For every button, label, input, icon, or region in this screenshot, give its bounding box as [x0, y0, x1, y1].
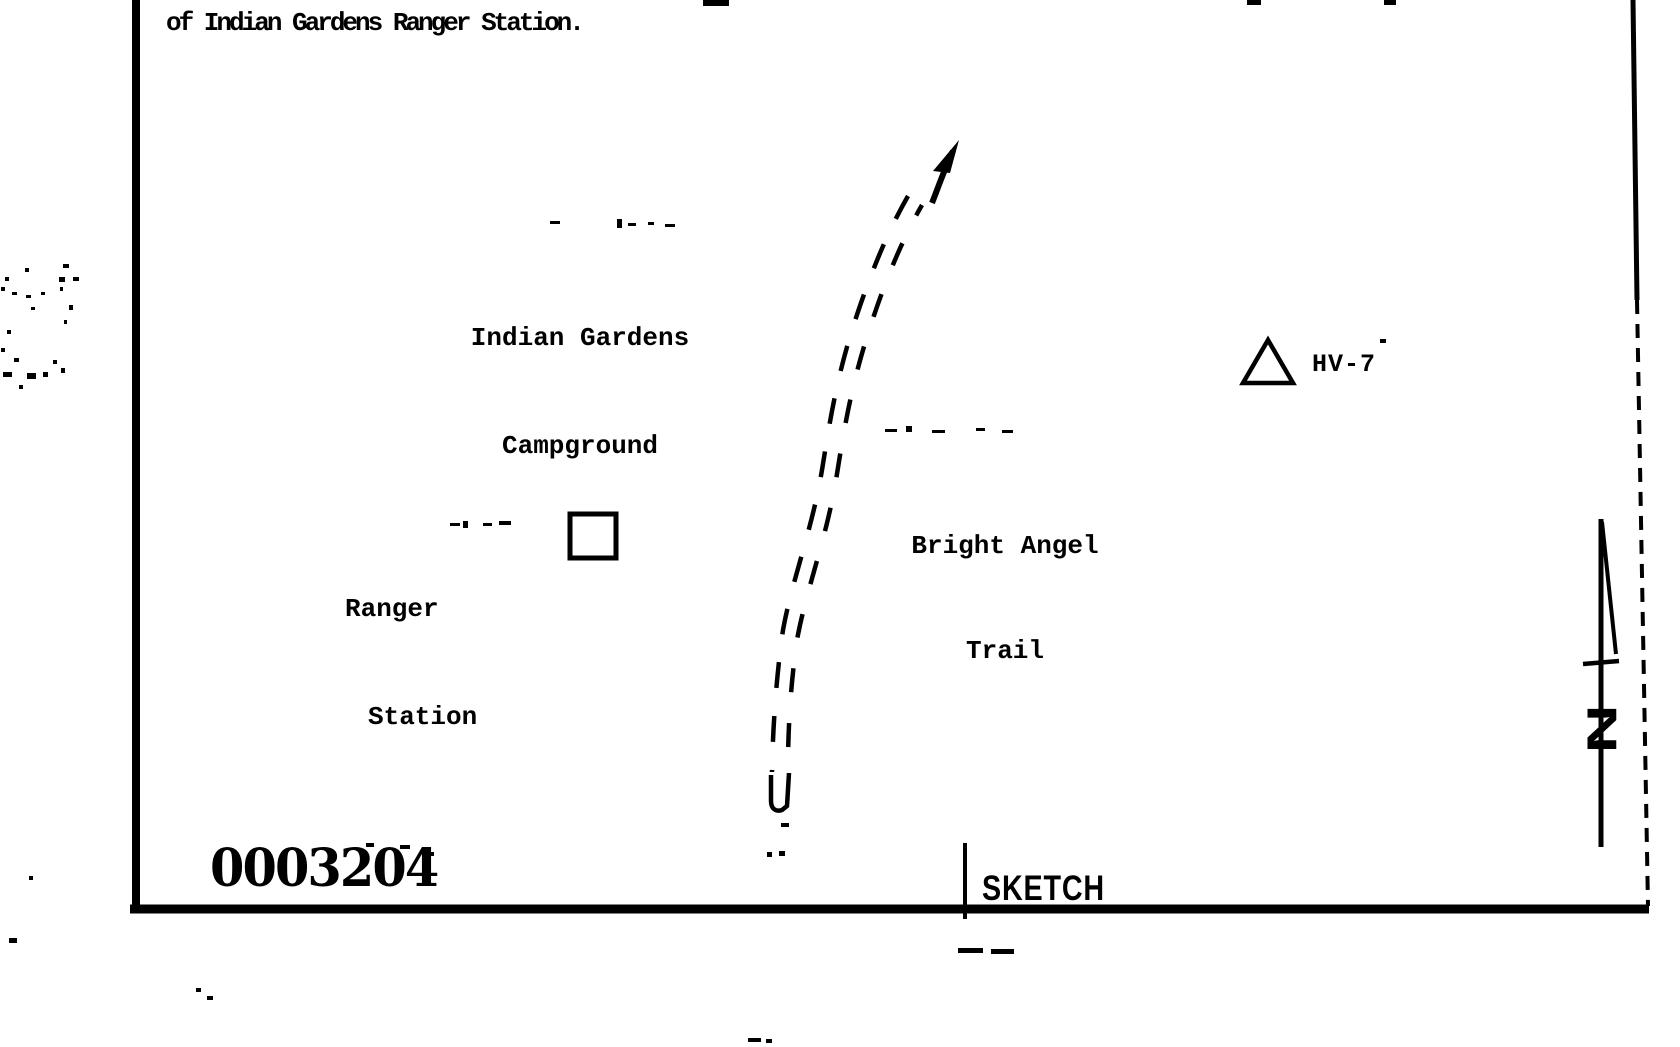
- north-arrow-icon: N: [1578, 519, 1624, 847]
- ranger-label-line2: Station: [368, 702, 478, 732]
- north-label: N: [1578, 704, 1624, 753]
- figure-number-stamp: 0003204: [210, 838, 439, 899]
- frame-border-right-dashed: [1635, 299, 1650, 907]
- indian-gardens-campground-label: Indian Gardens Campground: [455, 248, 705, 536]
- sketch-caption-label: SKETCH: [982, 869, 1105, 908]
- north-arrow-head-crossbar: [1582, 658, 1620, 667]
- campground-label-line2: Campground: [501, 431, 659, 461]
- trail-end-hook: [768, 772, 792, 813]
- trail-label-line1: Bright Angel: [911, 531, 1099, 561]
- trail-dashed-path-right: [785, 203, 924, 769]
- caption-sentence-text: of Indian Gardens Ranger Station.: [166, 8, 585, 38]
- bright-angel-trail-label: Bright Angel Trail: [890, 459, 1120, 739]
- hv7-triangle-icon: [1239, 335, 1297, 386]
- frame-border: [130, 0, 1650, 919]
- frame-border-right-solid: [1630, 0, 1640, 301]
- ranger-station-label: Ranger Station: [345, 519, 477, 807]
- ranger-label-line1: Ranger: [345, 594, 439, 624]
- ranger-station-square-icon: [567, 511, 619, 561]
- campground-label-line1: Indian Gardens: [470, 323, 690, 353]
- trail-label-line2: Trail: [965, 636, 1044, 666]
- trail-arrowhead-icon: [933, 140, 959, 173]
- north-arrow-head-diagonal: [1600, 521, 1618, 655]
- hv7-marker-label: HV-7: [1312, 350, 1377, 379]
- trail-dashed-path-left: [769, 194, 910, 773]
- scan-noise-specks: [1, 0, 1396, 1043]
